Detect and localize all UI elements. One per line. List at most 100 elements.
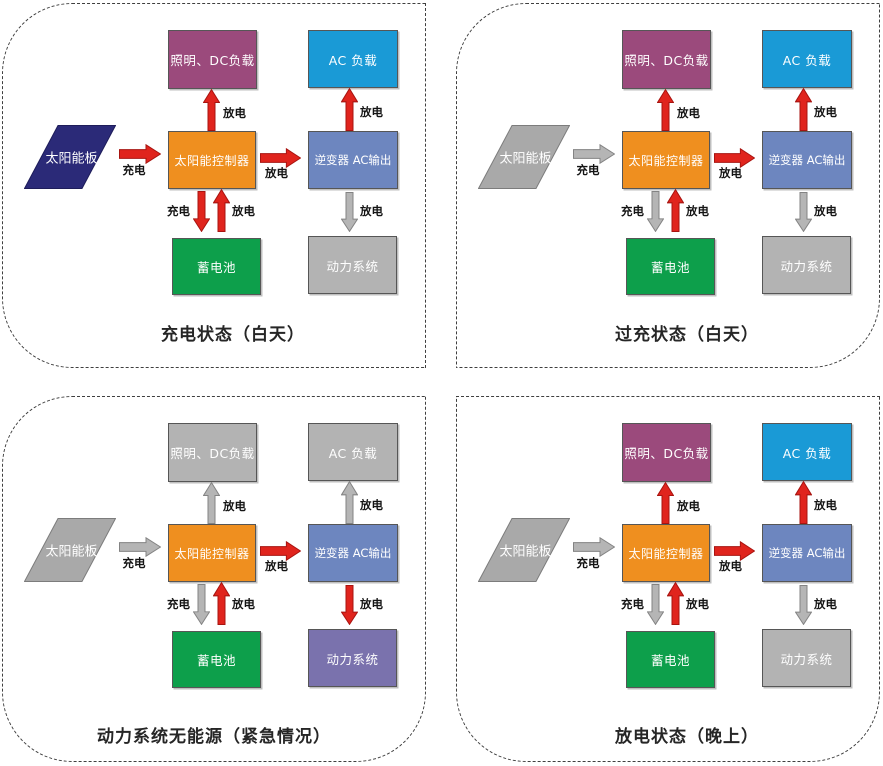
- battery-charge-label: 充电: [621, 204, 644, 218]
- battery-box: 蓄电池: [172, 238, 261, 295]
- battery-box: 蓄电池: [626, 238, 715, 295]
- ac-load-label: AC 负载: [782, 445, 832, 461]
- power-system-box: 动力系统: [762, 236, 851, 294]
- discharge-to-ac-load-arrow: [795, 88, 812, 131]
- discharge-to-power-system-label: 放电: [360, 204, 383, 218]
- battery-discharge-label: 放电: [232, 597, 255, 611]
- power-system-box: 动力系统: [308, 629, 397, 687]
- solar-panel-shape: [478, 125, 570, 189]
- discharge-to-inverter-arrow: [260, 541, 301, 561]
- discharge-to-inverter-arrow: [714, 541, 755, 561]
- ac-load-label: AC 负载: [782, 52, 832, 68]
- solar-panel-shape: [24, 518, 116, 582]
- solar-controller-label: 太阳能控制器: [174, 153, 250, 168]
- quadrant-caption: 充电状态（白天）: [161, 325, 305, 345]
- lighting-dc-load-label: 照明、DC负载: [170, 53, 255, 68]
- discharge-to-ac-load-arrow: [795, 481, 812, 524]
- battery-discharge-arrow: [667, 189, 684, 232]
- lighting-dc-load-label: 照明、DC负载: [624, 446, 709, 461]
- quadrant-charging-day: 太阳能板 照明、DC负载 AC 负载 太阳能控制器 逆变器 AC输出 蓄电池 动…: [2, 3, 426, 368]
- discharge-to-power-system-label: 放电: [360, 597, 383, 611]
- solar-panel-label: 太阳能板: [499, 544, 552, 560]
- discharge-to-power-system-arrow: [341, 192, 358, 232]
- charge-input-arrow: [573, 537, 615, 557]
- ac-load-label: AC 负载: [328, 52, 378, 68]
- battery-box: 蓄电池: [626, 631, 715, 688]
- charge-input-arrow: [119, 537, 161, 557]
- discharge-to-dc-load-label: 放电: [677, 106, 700, 120]
- discharge-to-inverter-arrow: [260, 148, 301, 168]
- discharge-to-inverter-arrow: [714, 148, 755, 168]
- battery-label: 蓄电池: [196, 653, 236, 668]
- quadrant-caption: 过充状态（白天）: [615, 325, 759, 345]
- battery-charge-label: 充电: [167, 204, 190, 218]
- discharge-to-power-system-label: 放电: [814, 204, 837, 218]
- charge-input-arrow: [119, 144, 161, 164]
- inverter-ac-output-label: 逆变器 AC输出: [314, 153, 392, 167]
- power-system-label: 动力系统: [326, 651, 379, 667]
- lighting-dc-load-box: 照明、DC负载: [168, 30, 257, 89]
- ac-load-box: AC 负载: [762, 423, 852, 481]
- charge-input-arrow-label: 充电: [122, 556, 146, 570]
- discharge-to-inverter-label: 放电: [265, 559, 288, 573]
- battery-discharge-label: 放电: [686, 597, 709, 611]
- inverter-ac-output-box: 逆变器 AC输出: [762, 131, 852, 189]
- battery-charge-arrow: [193, 584, 210, 625]
- inverter-ac-output-box: 逆变器 AC输出: [308, 131, 398, 189]
- battery-discharge-arrow: [213, 582, 230, 625]
- battery-discharge-arrow: [213, 189, 230, 232]
- ac-load-label: AC 负载: [328, 445, 378, 461]
- quadrant-caption: 放电状态（晚上）: [615, 727, 759, 747]
- discharge-to-dc-load-label: 放电: [677, 499, 700, 513]
- battery-label: 蓄电池: [196, 260, 236, 275]
- battery-charge-arrow: [647, 191, 664, 232]
- discharge-to-ac-load-label: 放电: [814, 498, 837, 512]
- quadrant-caption: 动力系统无能源（紧急情况）: [97, 727, 331, 747]
- discharge-to-dc-load-arrow: [657, 89, 674, 131]
- quadrant-discharge-night: 太阳能板 照明、DC负载 AC 负载 太阳能控制器 逆变器 AC输出 蓄电池 动…: [456, 396, 880, 762]
- solar-panel-shape: [24, 125, 116, 189]
- charge-input-arrow-label: 充电: [576, 163, 600, 177]
- inverter-ac-output-label: 逆变器 AC输出: [768, 153, 846, 167]
- charge-input-arrow-label: 充电: [576, 556, 600, 570]
- discharge-to-inverter-label: 放电: [265, 166, 288, 180]
- power-system-box: 动力系统: [762, 629, 851, 687]
- ac-load-box: AC 负载: [308, 423, 398, 481]
- lighting-dc-load-box: 照明、DC负载: [622, 423, 711, 482]
- solar-panel: 太阳能板: [24, 518, 116, 582]
- discharge-to-inverter-label: 放电: [719, 559, 742, 573]
- solar-controller-label: 太阳能控制器: [174, 546, 250, 561]
- power-system-label: 动力系统: [326, 258, 379, 274]
- discharge-to-dc-load-arrow: [203, 89, 220, 131]
- discharge-to-power-system-arrow: [341, 585, 358, 625]
- charge-input-arrow-label: 充电: [122, 163, 146, 177]
- quadrant-emergency-no-power: 太阳能板 照明、DC负载 AC 负载 太阳能控制器 逆变器 AC输出 蓄电池 动…: [2, 396, 426, 762]
- quadrant-overcharge-day: 太阳能板 照明、DC负载 AC 负载 太阳能控制器 逆变器 AC输出 蓄电池 动…: [456, 3, 880, 368]
- power-system-box: 动力系统: [308, 236, 397, 294]
- solar-controller-label: 太阳能控制器: [628, 546, 704, 561]
- solar-controller-box: 太阳能控制器: [622, 524, 710, 582]
- discharge-to-ac-load-label: 放电: [360, 498, 383, 512]
- inverter-ac-output-label: 逆变器 AC输出: [314, 546, 392, 560]
- ac-load-box: AC 负载: [762, 30, 852, 88]
- battery-charge-arrow: [647, 584, 664, 625]
- battery-charge-arrow: [193, 191, 210, 232]
- solar-controller-box: 太阳能控制器: [168, 131, 256, 189]
- solar-panel-shape: [478, 518, 570, 582]
- battery-discharge-label: 放电: [686, 204, 709, 218]
- discharge-to-power-system-arrow: [795, 192, 812, 232]
- solar-panel-label: 太阳能板: [45, 544, 98, 560]
- discharge-to-ac-load-label: 放电: [360, 105, 383, 119]
- battery-label: 蓄电池: [650, 260, 690, 275]
- discharge-to-dc-load-arrow: [657, 482, 674, 524]
- solar-panel-label: 太阳能板: [499, 151, 552, 167]
- discharge-to-ac-load-arrow: [341, 88, 358, 131]
- discharge-to-dc-load-label: 放电: [223, 499, 246, 513]
- battery-discharge-arrow: [667, 582, 684, 625]
- solar-controller-box: 太阳能控制器: [168, 524, 256, 582]
- power-system-label: 动力系统: [780, 258, 833, 274]
- inverter-ac-output-box: 逆变器 AC输出: [308, 524, 398, 582]
- solar-controller-box: 太阳能控制器: [622, 131, 710, 189]
- charge-input-arrow: [573, 144, 615, 164]
- solar-panel: 太阳能板: [478, 518, 570, 582]
